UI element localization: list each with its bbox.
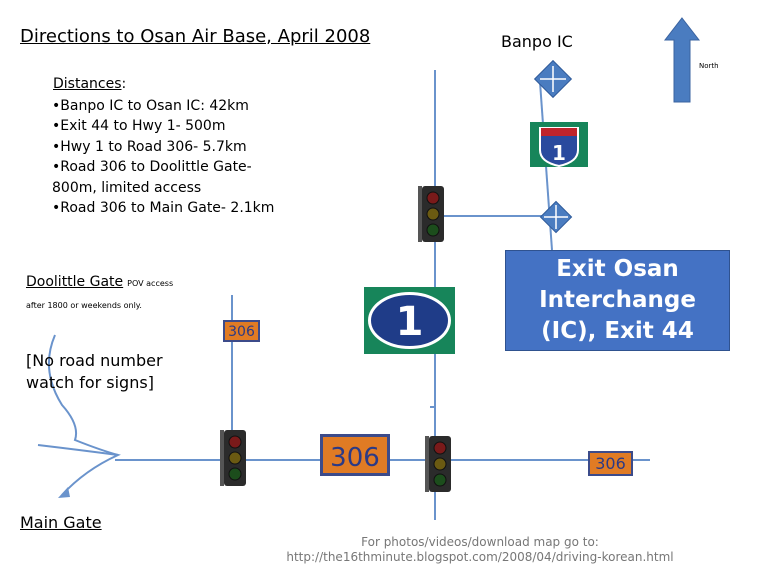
- distance-item: •Hwy 1 to Road 306- 5.7km: [52, 138, 247, 155]
- svg-text:306: 306: [228, 324, 255, 340]
- pov-access-text: POV access: [127, 279, 174, 288]
- exit-osan-interchange-box: Exit Osan Interchange (IC), Exit 44: [505, 250, 730, 351]
- svg-text:306: 306: [330, 443, 380, 473]
- north-arrow-icon: [663, 17, 701, 103]
- distances-list: •Banpo IC to Osan IC: 42km •Exit 44 to H…: [52, 96, 312, 218]
- distances-heading-text: Distances: [53, 76, 122, 92]
- distance-item: 800m, limited access: [52, 179, 202, 196]
- footer-link-note: For photos/videos/download map go to: ht…: [270, 535, 690, 565]
- main-gate-label: Main Gate: [20, 513, 102, 532]
- traffic-light-icon: [425, 436, 451, 492]
- svg-text:306: 306: [595, 454, 626, 473]
- gate-road-curve: [47, 334, 121, 496]
- map-title: Directions to Osan Air Base, April 2008: [20, 26, 371, 47]
- doolittle-gate-note: after 1800 or weekends only.: [26, 301, 142, 310]
- distance-item: •Road 306 to Main Gate- 2.1km: [52, 200, 275, 217]
- distance-item: •Exit 44 to Hwy 1- 500m: [52, 118, 226, 135]
- road-306-sign-small-left: 306: [223, 320, 260, 342]
- traffic-light-icon: [220, 430, 246, 486]
- doolittle-gate-text: Doolittle Gate: [26, 274, 124, 290]
- gate-road-branch: [37, 444, 119, 456]
- no-road-number-note: [No road number watch for signs]: [26, 351, 163, 392]
- osan-interchange-icon: [539, 200, 573, 234]
- footer-line: For photos/videos/download map go to:: [361, 535, 599, 549]
- expressway-1-shield-icon: 1: [530, 122, 588, 168]
- distances-heading: Distances:: [53, 76, 126, 92]
- distance-item: •Road 306 to Doolittle Gate-: [52, 159, 252, 176]
- traffic-light-icon: [418, 186, 444, 242]
- distances-heading-colon: :: [121, 76, 127, 92]
- banpo-ic-label: Banpo IC: [501, 32, 573, 51]
- footer-url[interactable]: http://the16thminute.blogspot.com/2008/0…: [286, 550, 674, 564]
- distance-item: •Banpo IC to Osan IC: 42km: [52, 98, 249, 114]
- road-306-sign-small-right: 306: [588, 451, 633, 476]
- banpo-interchange-icon: [533, 59, 573, 99]
- main-gate-arrow: [58, 487, 70, 498]
- road-306-sign-large: 306: [320, 434, 390, 476]
- highway-1-number: 1: [396, 299, 424, 345]
- expressway-1-number: 1: [552, 141, 566, 165]
- highway-1-sign: 1: [364, 287, 455, 354]
- north-label: North: [699, 62, 719, 70]
